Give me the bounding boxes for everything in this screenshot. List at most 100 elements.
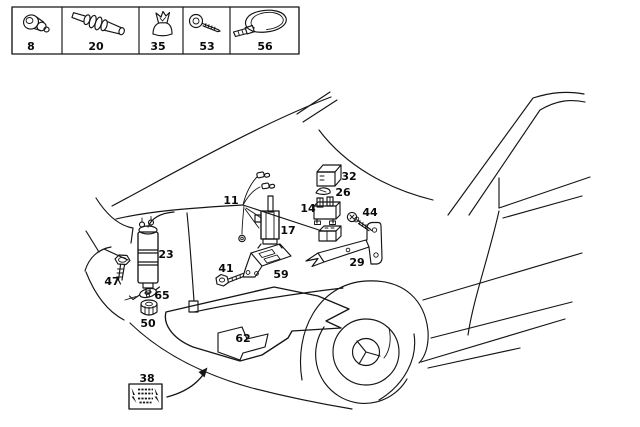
panel-outline — [164, 286, 350, 362]
headlight-line — [85, 230, 100, 253]
bracket-29 — [305, 221, 383, 268]
arrow-head — [198, 367, 208, 378]
underbody-panel-62 — [164, 286, 350, 362]
bumper-face — [85, 271, 125, 321]
part-label-11-wiring-harness: 11 — [223, 194, 238, 207]
far-a-pillar — [296, 91, 338, 123]
part-label-44-screw: 44 — [362, 206, 378, 219]
legend-label-53: 53 — [199, 40, 214, 53]
connector-3d — [318, 225, 342, 242]
panel-notch — [217, 326, 269, 361]
door-crease — [422, 252, 583, 301]
part-label-26-small-clip: 26 — [335, 186, 351, 199]
relay-detail — [319, 175, 325, 181]
valve-body-lines — [265, 210, 275, 240]
rocker-lines — [420, 318, 566, 369]
connector-detail — [324, 227, 335, 242]
part-label-59-bracket: 59 — [273, 268, 288, 281]
bracket59-slots — [258, 249, 281, 264]
part-label-38-warning-label: 38 — [139, 372, 154, 385]
valve-stem — [267, 195, 274, 213]
mercedes-star-icon — [356, 340, 381, 365]
ring-terminal-hole — [240, 236, 244, 241]
rubber-sleeve-icon — [71, 12, 125, 36]
bracket-upright — [366, 221, 383, 265]
beltline — [498, 176, 591, 219]
bullet-connector-tip — [268, 183, 276, 189]
valve-base — [262, 238, 278, 245]
pump-cap — [138, 225, 158, 235]
legend-label-20: 20 — [88, 40, 104, 53]
part-label-23-pump-cylinder: 23 — [158, 248, 173, 261]
solenoid-valve-17 — [254, 195, 283, 249]
fuse-body — [313, 205, 337, 220]
legend-label-8: 8 — [27, 40, 35, 53]
part-label-65-clamp: 65 — [154, 289, 169, 302]
washer-screw-icon — [188, 13, 221, 33]
part-label-50-grommet-nut: 50 — [140, 317, 156, 330]
bullet-connector-tip — [263, 172, 271, 178]
grommet-50 — [140, 299, 158, 316]
clip-detail — [319, 189, 327, 193]
relay-front — [316, 171, 336, 187]
clip-26 — [315, 187, 331, 196]
clip-shape — [315, 187, 331, 196]
label-text-lines — [138, 388, 153, 404]
bracket59-top — [250, 243, 292, 267]
fuse-foot — [329, 220, 336, 225]
lightning-bolt-icon — [154, 388, 160, 403]
warning-label-38 — [128, 383, 163, 410]
valve-plug — [254, 214, 262, 223]
ring-terminal — [238, 234, 246, 243]
a-pillar-outer — [447, 91, 585, 216]
harness-connector — [318, 225, 342, 242]
hood-line — [111, 96, 332, 207]
wheel-rim — [332, 318, 400, 386]
legend-dividers — [61, 6, 231, 55]
bullet-connector — [261, 182, 270, 190]
part-label-62-underbody-panel: 62 — [235, 332, 250, 345]
bumper-corner — [84, 246, 129, 272]
harness-drop-wires — [241, 205, 262, 235]
part-label-29-mounting-bracket: 29 — [349, 256, 364, 269]
inner-fender-edge — [186, 212, 195, 302]
pump-23 — [137, 216, 159, 298]
fuse-3d — [313, 201, 341, 220]
bullet-connector — [256, 171, 265, 179]
fuse-foot — [314, 220, 321, 225]
tire-circle — [315, 326, 408, 404]
tire-right-edge — [378, 333, 416, 401]
door-bottom-line — [430, 301, 573, 339]
part-label-17-solenoid-valve: 17 — [280, 224, 295, 237]
pump-body — [137, 231, 159, 284]
branch-wires — [242, 176, 261, 206]
fuse-holder-14 — [313, 196, 341, 225]
relay-3d — [316, 164, 342, 187]
pointer-arrow — [166, 367, 208, 398]
cable-tie-icon — [232, 9, 287, 38]
bolt-41 — [215, 272, 245, 287]
valve-body — [260, 210, 280, 240]
part-label-41-bolt: 41 — [218, 262, 233, 275]
connector-front — [318, 230, 337, 242]
lightning-bolt-icon — [131, 388, 137, 403]
car-outline — [84, 91, 591, 410]
part-label-14-fuse-holder: 14 — [300, 202, 316, 215]
a-pillar-inner — [468, 100, 586, 216]
legend-label-56: 56 — [257, 40, 273, 53]
front-fender — [95, 197, 134, 244]
relay-32 — [316, 164, 342, 187]
pump-fitting — [138, 221, 146, 228]
wheel-arch — [299, 280, 429, 381]
clamp-65 — [124, 286, 161, 301]
pump-bands — [137, 249, 159, 266]
arrow-shaft — [166, 371, 206, 398]
label-frame — [128, 383, 163, 410]
wheel-hub — [351, 337, 381, 367]
grommet-icon — [22, 14, 50, 33]
